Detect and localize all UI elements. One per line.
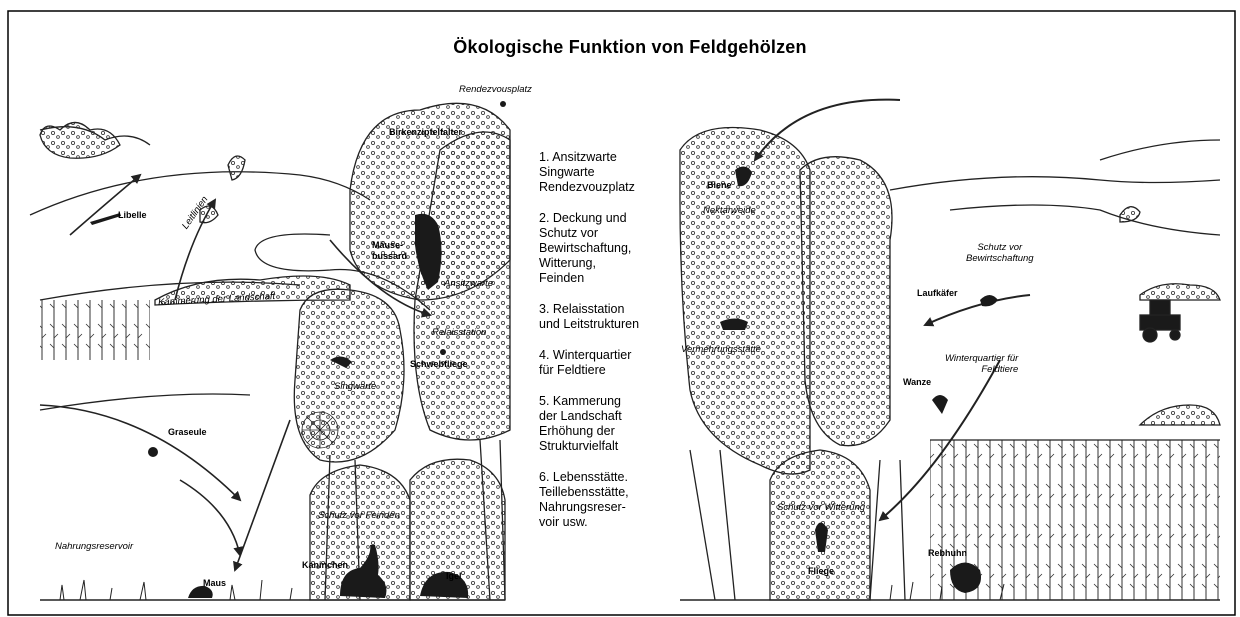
label-nahrungsreservoir: Nahrungsreservoir — [55, 541, 133, 552]
hoverfly-icon — [440, 349, 446, 355]
label-laufkaefer: Laufkäfer — [917, 288, 958, 299]
legend-item-3: 3. Relaisstation und Leitstrukturen — [539, 302, 689, 332]
label-birkenzipfelfalter: Birkenzipfelfalter — [389, 127, 462, 138]
label-relaisstation: Relaisstation — [432, 327, 486, 338]
butterfly-icon — [148, 447, 158, 457]
label-maeusebussard: Mäuse- bussard — [372, 240, 407, 262]
dragonfly-icon — [90, 213, 121, 225]
label-vermehrungsstaette: Vermehrungsstätte — [681, 344, 761, 355]
label-schutz-vor-witterung: Schutz vor Witterung — [777, 502, 865, 513]
bug-icon — [932, 395, 948, 414]
legend-item-1: 1. Ansitzwarte Singwarte Rendezvouzplatz — [539, 150, 689, 195]
label-schwebfliege: Schwebfliege — [410, 359, 468, 370]
tractor-icon — [1140, 300, 1180, 342]
label-graseule: Graseule — [168, 427, 207, 438]
legend-item-4: 4. Winterquartier für Feldtiere — [539, 348, 689, 378]
label-rebhuhn: Rebhuhn — [928, 548, 967, 559]
label-schutz-vor-bewirtschaftung: Schutz vor Bewirtschaftung — [966, 242, 1034, 264]
label-winterquartier: Winterquartier für Feldtiere — [945, 353, 1018, 375]
label-rendezvousplatz: Rendezvousplatz — [459, 84, 532, 95]
label-libelle: Libelle — [118, 210, 147, 221]
label-kaninchen: Kaninchen — [302, 560, 348, 571]
legend-item-2: 2. Deckung und Schutz vor Bewirtschaftun… — [539, 211, 689, 286]
ground-beetle-icon — [980, 295, 998, 306]
label-nektarweide: Nektarweide — [703, 205, 756, 216]
legend-item-6: 6. Lebensstätte. Teillebensstätte, Nahru… — [539, 470, 689, 530]
diagram-title: Ökologische Funktion von Feldgehölzen — [420, 37, 840, 58]
label-ansitzwarte: Ansitzwarte — [444, 278, 493, 289]
label-maus: Maus — [203, 578, 226, 589]
legend: 1. Ansitzwarte Singwarte Rendezvouzplatz… — [539, 150, 689, 546]
left-panel-scene — [30, 103, 510, 600]
hairstreak-icon — [500, 101, 506, 107]
label-singwarte: Singwarte — [334, 381, 376, 392]
label-igel: Igel — [446, 571, 462, 582]
label-schutz-vor-feinden: Schutz vor Feinden — [318, 510, 400, 521]
legend-item-5: 5. Kammerung der Landschaft Erhöhung der… — [539, 394, 689, 454]
label-fliege: Fliege — [808, 566, 834, 577]
label-wanze: Wanze — [903, 377, 931, 388]
label-biene: Biene — [707, 180, 732, 191]
